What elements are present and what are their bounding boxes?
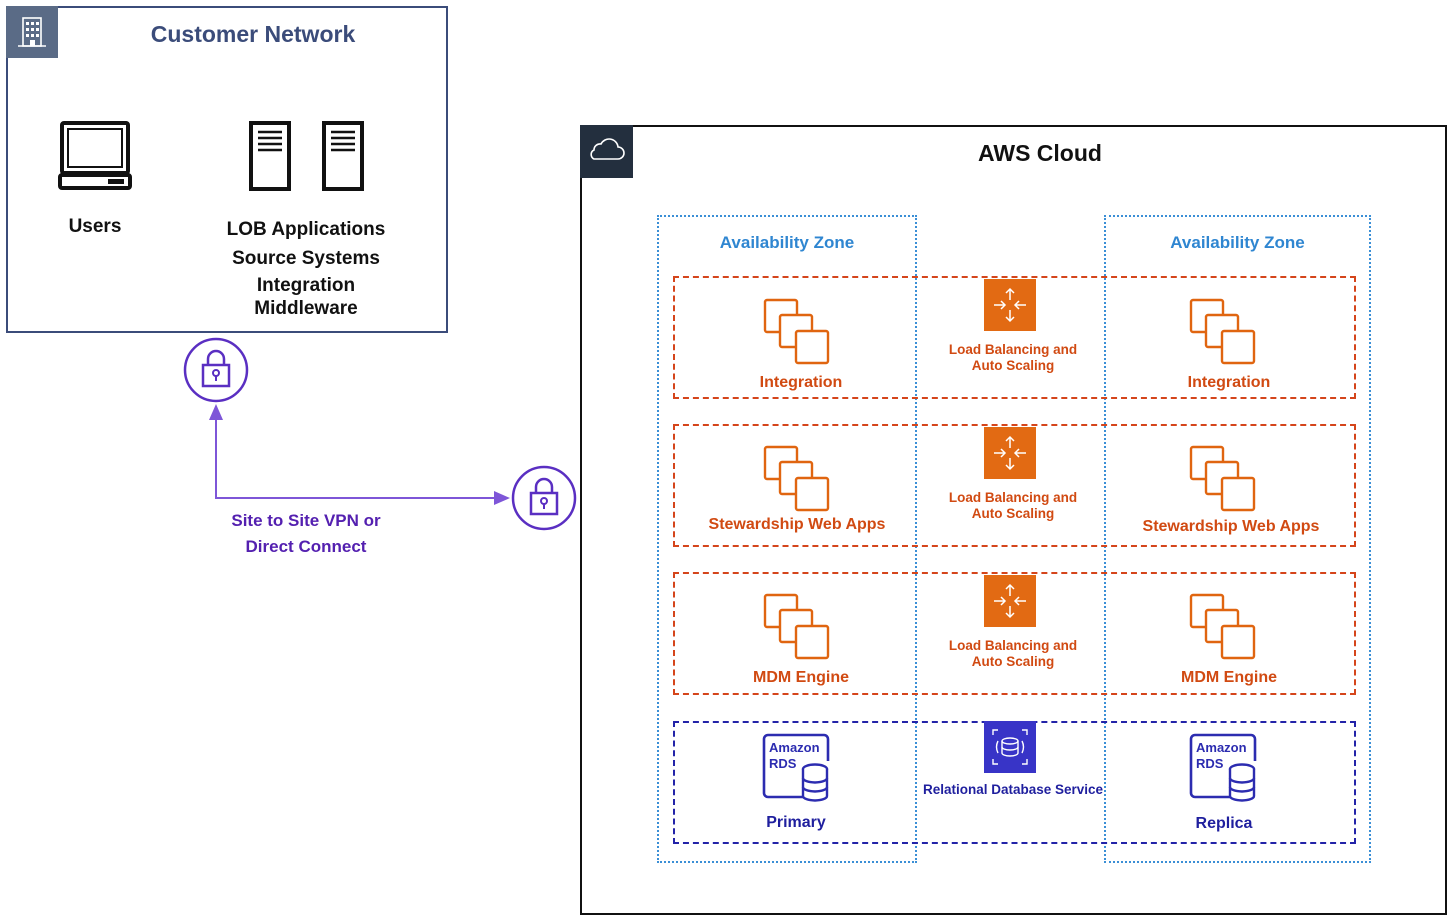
load-balancing-label-line: Load Balancing and bbox=[948, 342, 1078, 357]
tier-label: MDM Engine bbox=[1181, 669, 1277, 686]
rds-database-icon: Amazon RDS bbox=[1189, 733, 1259, 808]
load-balancing-label: Load Balancing and Auto Scaling bbox=[928, 638, 1098, 670]
load-balancer-icon bbox=[984, 575, 1036, 627]
svg-text:Amazon: Amazon bbox=[1196, 740, 1247, 755]
instances-icon bbox=[1189, 445, 1257, 518]
load-balancer-icon bbox=[984, 279, 1036, 331]
load-balancing-label-line: Load Balancing and bbox=[948, 638, 1078, 653]
instances-icon bbox=[1189, 298, 1257, 371]
customer-network-group bbox=[6, 6, 448, 333]
instances-icon bbox=[763, 298, 831, 371]
svg-text:RDS: RDS bbox=[769, 756, 797, 771]
building-icon bbox=[6, 6, 58, 58]
aws-cloud-group bbox=[580, 125, 1447, 915]
systems-label: LOB Applications bbox=[226, 219, 386, 240]
load-balancing-label-line: Auto Scaling bbox=[971, 358, 1055, 373]
database-label: Replica bbox=[1195, 815, 1253, 832]
tier-row-web-apps bbox=[673, 424, 1356, 547]
vpn-label-line: Direct Connect bbox=[245, 537, 367, 556]
systems-label: Integration bbox=[256, 275, 356, 296]
load-balancing-label-line: Auto Scaling bbox=[971, 654, 1055, 669]
server-icon bbox=[248, 120, 292, 197]
rds-service-label: Relational Database Service bbox=[922, 782, 1104, 797]
database-label: Primary bbox=[766, 814, 826, 831]
aws-cloud-title: AWS Cloud bbox=[978, 140, 1102, 166]
availability-zone-label: Availability Zone bbox=[1170, 233, 1305, 252]
tier-row-integration bbox=[673, 276, 1356, 399]
rds-database-icon: Amazon RDS bbox=[762, 733, 832, 808]
laptop-icon bbox=[58, 120, 132, 197]
systems-label: Source Systems bbox=[232, 248, 380, 269]
server-icon bbox=[321, 120, 365, 197]
svg-text:Amazon: Amazon bbox=[769, 740, 820, 755]
svg-text:RDS: RDS bbox=[1196, 756, 1224, 771]
load-balancing-label-line: Auto Scaling bbox=[971, 506, 1055, 521]
tier-label: Stewardship Web Apps bbox=[708, 516, 886, 533]
instances-icon bbox=[1189, 593, 1257, 666]
customer-network-title: Customer Network bbox=[150, 21, 356, 47]
vpn-label: Site to Site VPN or Direct Connect bbox=[190, 508, 422, 560]
load-balancer-icon bbox=[984, 427, 1036, 479]
tier-row-mdm-engine bbox=[673, 572, 1356, 695]
tier-label: Stewardship Web Apps bbox=[1142, 518, 1320, 535]
load-balancing-label: Load Balancing and Auto Scaling bbox=[928, 490, 1098, 522]
lock-icon bbox=[511, 465, 577, 536]
tier-label: Integration bbox=[759, 374, 843, 391]
rds-service-icon bbox=[984, 721, 1036, 773]
cloud-icon bbox=[580, 125, 633, 178]
availability-zone-right bbox=[1104, 215, 1371, 863]
availability-zone-label: Availability Zone bbox=[719, 233, 855, 252]
availability-zone-left bbox=[657, 215, 917, 863]
load-balancing-label-line: Load Balancing and bbox=[948, 490, 1078, 505]
vpn-label-line: Site to Site VPN or bbox=[231, 511, 381, 530]
systems-label: Middleware bbox=[254, 298, 358, 319]
load-balancing-label: Load Balancing and Auto Scaling bbox=[928, 342, 1098, 374]
lock-icon bbox=[183, 337, 249, 408]
tier-label: MDM Engine bbox=[753, 669, 849, 686]
users-label: Users bbox=[68, 216, 122, 237]
instances-icon bbox=[763, 593, 831, 666]
tier-label: Integration bbox=[1187, 374, 1271, 391]
systems-label-block: LOB Applications Source Systems Integrat… bbox=[190, 215, 422, 319]
instances-icon bbox=[763, 445, 831, 518]
